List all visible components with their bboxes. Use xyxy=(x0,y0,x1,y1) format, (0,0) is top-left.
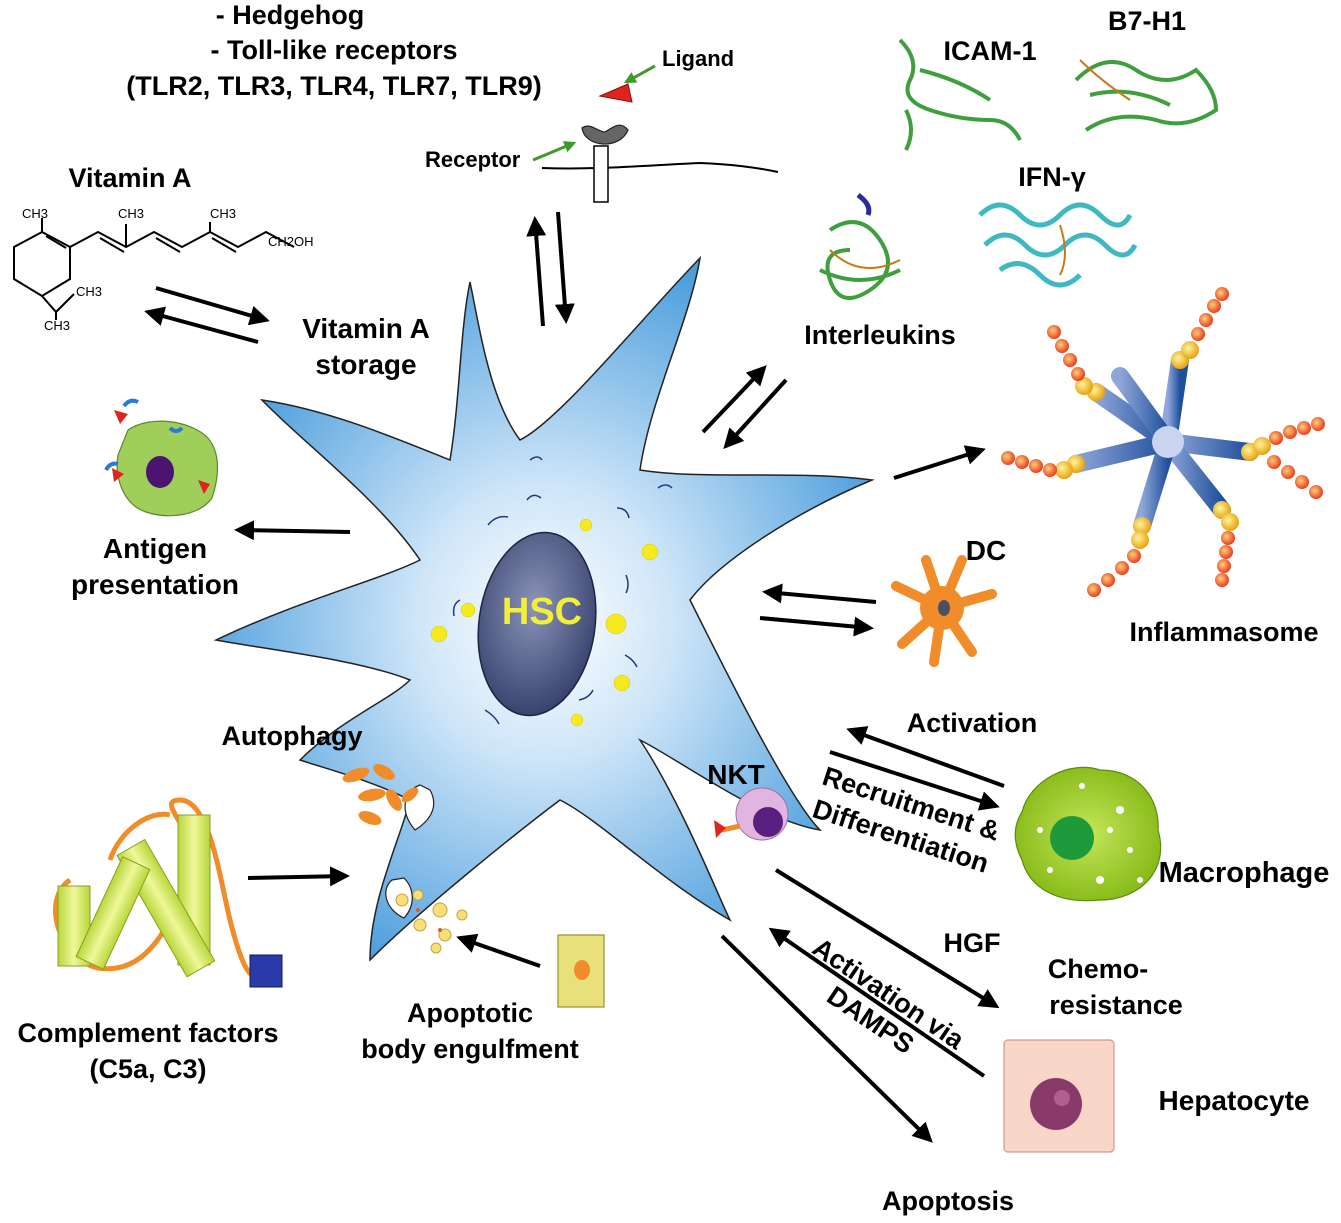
arrow-from-storage xyxy=(144,306,259,344)
methyl-4: CH3 xyxy=(76,284,102,299)
autophagy-vesicles xyxy=(342,764,419,825)
antigen-presenting-cell xyxy=(104,398,219,517)
icam-structure xyxy=(898,38,1022,151)
chemo-label-1: Chemo- xyxy=(1048,954,1149,984)
receptor-label: Receptor xyxy=(425,147,521,172)
receptor-pointer xyxy=(532,141,577,162)
arrow-receptor-to-hsc xyxy=(554,211,575,324)
arrow-hsc-to-dc xyxy=(759,616,874,637)
membrane-line xyxy=(541,161,779,173)
hepatocyte-cell xyxy=(1003,1039,1115,1153)
receptor-diagram xyxy=(532,64,779,203)
arrow-dc-to-hsc xyxy=(762,583,877,604)
activation-label: Activation xyxy=(907,708,1038,738)
methyl-2: CH3 xyxy=(118,206,144,221)
complement-protein xyxy=(52,797,283,988)
receptor-head xyxy=(581,124,629,145)
svg-text:- Hedgehog: - Hedgehog xyxy=(216,0,365,30)
dendritic-cell xyxy=(891,555,997,667)
arrow-hsc-to-apoptosis xyxy=(720,934,933,1143)
complement-label-2: (C5a, C3) xyxy=(89,1054,206,1084)
arrow-to-antigen xyxy=(234,520,351,541)
icam-label: ICAM-1 xyxy=(944,36,1037,66)
hsc-nucleus xyxy=(477,531,597,717)
apoptosis-label: Apoptosis xyxy=(882,1186,1014,1216)
retinol-structure xyxy=(13,218,295,320)
arrow-hsc-to-inflammasome xyxy=(893,445,986,480)
complement-label-1: Complement factors xyxy=(17,1018,278,1048)
antigen-label-1: Antigen xyxy=(103,533,207,564)
b7h1-label: B7-H1 xyxy=(1108,6,1186,36)
hsc-label: HSC xyxy=(502,591,582,633)
hsc-cell xyxy=(213,255,875,962)
inflammasome-structure xyxy=(1001,287,1325,597)
ligand-pointer xyxy=(623,64,656,84)
interleukins-label: Interleukins xyxy=(804,320,956,350)
receptor-stalk xyxy=(593,145,609,203)
arrow-to-storage xyxy=(155,286,270,326)
antigen-label-2: presentation xyxy=(71,569,239,600)
apoptotic-label-2: body engulfment xyxy=(361,1034,579,1064)
arrow-hepatocyte-to-hsc xyxy=(768,927,986,1078)
nkt-cell xyxy=(714,787,789,841)
arrow-complement-to-hsc xyxy=(247,866,350,887)
alcohol-group: CH2OH xyxy=(268,234,314,249)
methyl-5: CH3 xyxy=(44,318,70,333)
apoptotic-label-1: Apoptotic xyxy=(407,998,533,1028)
macrophage-cell xyxy=(1014,766,1162,902)
hgf-label: HGF xyxy=(944,928,1001,958)
vitamin-a-storage-1: Vitamin A xyxy=(302,313,430,344)
arrow-macrophage-to-hsc xyxy=(846,726,1005,788)
ifn-label: IFN-γ xyxy=(1018,162,1086,192)
arrow-hsc-to-receptor xyxy=(526,216,547,327)
apoptotic-bodies xyxy=(395,889,468,954)
ligand-shape xyxy=(598,83,633,103)
dc-label: DC xyxy=(966,535,1006,566)
receptor-text: - Hedgehog - Toll-like receptors (TLR2, … xyxy=(126,0,542,101)
chemo-label-2: resistance xyxy=(1049,990,1183,1020)
svg-text:(TLR2, TLR3, TLR4, TLR7, TLR9): (TLR2, TLR3, TLR4, TLR7, TLR9) xyxy=(126,71,542,101)
arrow-hsc-to-macrophage xyxy=(829,750,1000,811)
nkt-label: NKT xyxy=(707,759,765,790)
arrow-hsc-to-interleukins xyxy=(701,365,767,434)
arrow-apoptotic-to-hsc xyxy=(456,933,541,968)
svg-text:- Toll-like receptors: - Toll-like receptors xyxy=(210,35,457,65)
methyl-1: CH3 xyxy=(22,206,48,221)
vitamin-a-storage-2: storage xyxy=(315,349,416,380)
interleukin-structure xyxy=(819,192,901,300)
arrow-interleukins-to-hsc xyxy=(723,378,788,449)
autophagy-label: Autophagy xyxy=(222,721,363,751)
macrophage-label: Macrophage xyxy=(1159,857,1330,889)
ligand-label: Ligand xyxy=(662,46,734,71)
vitamin-a-title: Vitamin A xyxy=(68,163,191,193)
arrow-hsc-to-hepatocyte xyxy=(774,868,1000,1009)
b7h1-structure xyxy=(1074,59,1219,132)
inflammasome-label: Inflammasome xyxy=(1129,617,1318,647)
hepatocyte-label: Hepatocyte xyxy=(1159,1085,1310,1116)
ifn-structure xyxy=(978,202,1138,288)
methyl-3: CH3 xyxy=(210,206,236,221)
apoptotic-cell xyxy=(557,934,605,1008)
lipid-droplets xyxy=(430,518,659,727)
